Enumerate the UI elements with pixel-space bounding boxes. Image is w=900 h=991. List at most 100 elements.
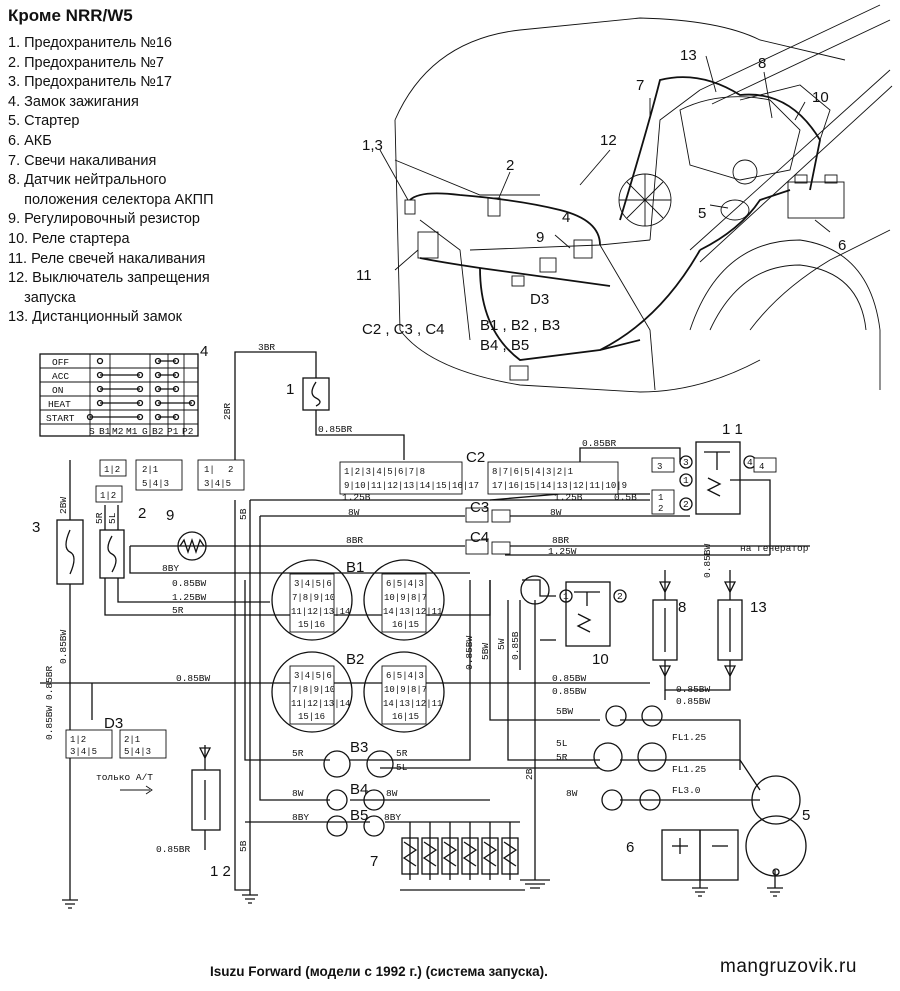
svg-text:1.25W: 1.25W	[548, 546, 577, 557]
svg-text:OFF: OFF	[52, 357, 69, 368]
svg-text:15|16: 15|16	[298, 620, 325, 630]
svg-text:5R: 5R	[396, 748, 408, 759]
legend-item: 4. Замок зажигания	[8, 93, 139, 110]
legend-item: 2. Предохранитель №7	[8, 54, 164, 71]
svg-text:0.85BW: 0.85BW	[552, 686, 587, 697]
svg-text:на генератор: на генератор	[740, 543, 809, 554]
connector-c2: 1|2|3|4|5|6|7|8 9|10|11|12|13|14|15|16|1…	[339, 461, 627, 495]
svg-text:8BY: 8BY	[384, 812, 401, 823]
svg-text:1: 1	[658, 493, 663, 503]
svg-text:3|4|5|6: 3|4|5|6	[294, 579, 332, 589]
svg-text:B1: B1	[346, 559, 364, 576]
svg-text:1|2: 1|2	[104, 465, 120, 475]
svg-text:G: G	[142, 426, 148, 437]
svg-text:10|9|8|7: 10|9|8|7	[384, 685, 427, 695]
svg-text:0.85BR: 0.85BR	[318, 424, 353, 435]
svg-text:5L: 5L	[556, 738, 568, 749]
svg-text:1|: 1|	[204, 465, 215, 475]
svg-text:2B: 2B	[524, 768, 535, 780]
svg-text:5L: 5L	[107, 512, 118, 524]
svg-text:5|4|3: 5|4|3	[142, 479, 169, 489]
svg-text:8|7|6|5|4|3|2|1: 8|7|6|5|4|3|2|1	[492, 467, 573, 477]
svg-text:2: 2	[658, 504, 663, 514]
svg-text:6|5|4|3: 6|5|4|3	[386, 671, 424, 681]
svg-text:B4: B4	[350, 781, 368, 798]
wire-labels: 3BR 2BR 0.85BR 0.85BR 1.25B 1.25B 0.5B 8…	[44, 342, 809, 855]
svg-text:P2: P2	[182, 426, 194, 437]
svg-text:ON: ON	[52, 385, 63, 396]
svg-text:4: 4	[562, 209, 570, 226]
svg-text:0.85BR: 0.85BR	[156, 844, 191, 855]
svg-text:4: 4	[759, 462, 764, 472]
legend-item: 3. Предохранитель №17	[8, 74, 172, 91]
svg-text:3: 3	[657, 462, 662, 472]
svg-text:P1: P1	[167, 426, 179, 437]
svg-text:B3: B3	[350, 739, 368, 756]
resistor-9: 9	[166, 507, 207, 561]
svg-text:8W: 8W	[292, 788, 304, 799]
svg-text:8W: 8W	[566, 788, 578, 799]
svg-text:15|16: 15|16	[298, 712, 325, 722]
svg-text:5|4|3: 5|4|3	[124, 747, 151, 757]
svg-text:C4: C4	[470, 529, 489, 546]
svg-text:C2: C2	[466, 449, 485, 466]
svg-text:B2: B2	[346, 651, 364, 668]
svg-text:9: 9	[536, 229, 544, 246]
svg-text:7: 7	[636, 77, 644, 94]
legend-item: 11. Реле свечей накаливания	[8, 250, 206, 267]
svg-text:2|1: 2|1	[124, 735, 140, 745]
svg-text:3|4|5|6: 3|4|5|6	[294, 671, 332, 681]
svg-text:1: 1	[683, 475, 689, 486]
svg-text:7|8|9|10: 7|8|9|10	[292, 685, 335, 695]
svg-text:4: 4	[747, 457, 753, 468]
svg-text:0.85BW: 0.85BW	[176, 673, 211, 684]
svg-text:8BY: 8BY	[162, 563, 179, 574]
svg-text:2: 2	[506, 157, 514, 174]
only-at-note: только A/T	[96, 772, 153, 795]
svg-text:5R: 5R	[94, 512, 105, 524]
svg-text:D3: D3	[530, 291, 549, 308]
small-connectors: 1|2 1|2 2|15|4|3 1|23|4|5 3 4 12	[95, 457, 777, 555]
legend-item: положения селектора АКПП	[8, 191, 214, 208]
svg-text:5R: 5R	[172, 605, 184, 616]
engine-bay-illustration	[379, 4, 893, 393]
svg-text:C3: C3	[470, 499, 489, 516]
svg-text:B2: B2	[152, 426, 164, 437]
label-glow-plugs: 7	[370, 853, 378, 870]
svg-text:8: 8	[758, 55, 766, 72]
svg-text:10: 10	[812, 89, 829, 106]
label-ignition: 4	[200, 343, 208, 360]
svg-text:3BR: 3BR	[258, 342, 275, 353]
svg-text:8BR: 8BR	[552, 535, 569, 546]
fuse-2: 2	[99, 505, 146, 579]
legend-item: запуска	[8, 289, 76, 306]
legend-item: 6. АКБ	[8, 132, 52, 149]
legend-item: 9. Регулировочный резистор	[8, 211, 200, 228]
svg-text:17|16|15|14|13|12|11|10|9: 17|16|15|14|13|12|11|10|9	[492, 481, 627, 491]
legend-item: 10. Реле стартера	[8, 230, 130, 247]
connector-b3-b5	[323, 575, 667, 837]
svg-text:8BY: 8BY	[292, 812, 309, 823]
connector-labels: C2 C3 C4 B1 B2 B3 B4 B5 D3	[104, 449, 489, 824]
connector-d3: 1|23|4|5 2|15|4|3	[65, 729, 167, 759]
svg-text:0.85BW: 0.85BW	[464, 635, 475, 670]
svg-text:1 2: 1 2	[210, 863, 231, 880]
svg-text:FL1.25: FL1.25	[672, 764, 707, 775]
svg-text:FL1.25: FL1.25	[672, 732, 707, 743]
svg-text:1.25BW: 1.25BW	[172, 592, 207, 603]
svg-text:1: 1	[286, 381, 294, 398]
svg-text:0.85B: 0.85B	[510, 631, 521, 660]
svg-text:1.25B: 1.25B	[554, 492, 583, 503]
glow-plugs-7	[401, 837, 519, 875]
caption: Isuzu Forward (модели с 1992 г.) (систем…	[210, 964, 548, 979]
svg-text:2BR: 2BR	[222, 403, 233, 420]
svg-text:8BR: 8BR	[346, 535, 363, 546]
battery-6	[661, 829, 739, 881]
svg-text:B4 , B5: B4 , B5	[480, 337, 529, 354]
svg-text:0.85BW: 0.85BW	[676, 684, 711, 695]
svg-text:0.85BR: 0.85BR	[582, 438, 617, 449]
svg-text:1|2|3|4|5|6|7|8: 1|2|3|4|5|6|7|8	[344, 467, 425, 477]
